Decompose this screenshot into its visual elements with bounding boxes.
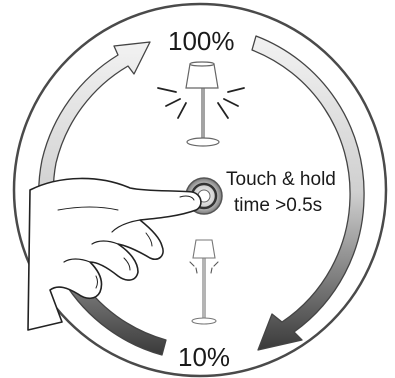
instruction-line-2: time >0.5s [234,196,322,215]
instruction-line-1: Touch & hold [226,170,336,189]
max-brightness-label: 100% [168,28,235,54]
min-brightness-label: 10% [178,344,230,370]
